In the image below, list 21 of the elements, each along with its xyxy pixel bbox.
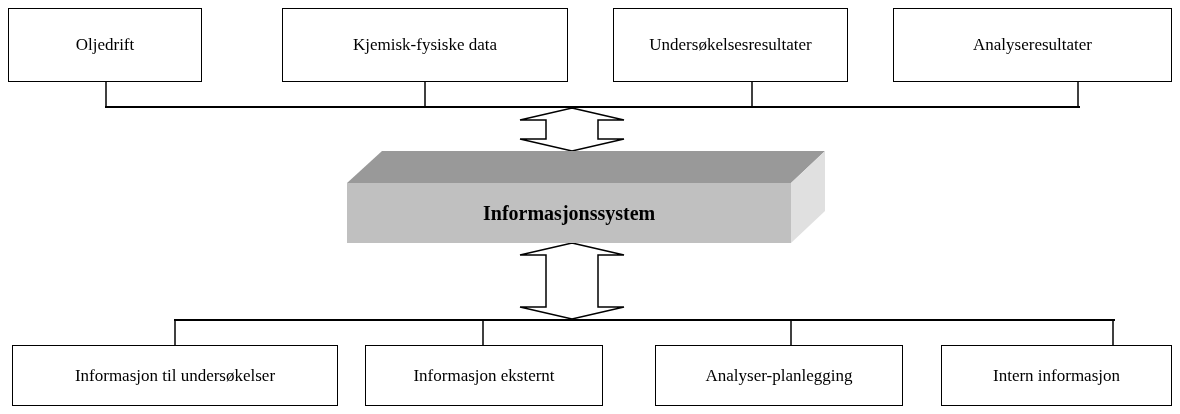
connector-line bbox=[424, 81, 426, 107]
block-label: Informasjonssystem bbox=[483, 201, 656, 225]
block-arrow bbox=[519, 107, 625, 152]
process-box: Informasjon til undersøkelser bbox=[12, 345, 338, 406]
block-arrow bbox=[519, 242, 625, 320]
connector-line bbox=[105, 81, 107, 107]
bus-line bbox=[174, 319, 1115, 321]
connector-line bbox=[174, 320, 176, 346]
connector-line bbox=[1077, 81, 1079, 107]
process-box: Undersøkelsesresultater bbox=[613, 8, 848, 82]
connector-line bbox=[482, 320, 484, 346]
process-box: Informasjon eksternt bbox=[365, 345, 603, 406]
process-box: Kjemisk-fysiske data bbox=[282, 8, 568, 82]
process-box: Intern informasjon bbox=[941, 345, 1172, 406]
bus-line bbox=[105, 106, 1080, 108]
process-box: Analyseresultater bbox=[893, 8, 1172, 82]
process-box: Oljedrift bbox=[8, 8, 202, 82]
connector-line bbox=[1112, 320, 1114, 346]
connector-line bbox=[790, 320, 792, 346]
connector-line bbox=[751, 81, 753, 107]
process-box: Analyser-planlegging bbox=[655, 345, 903, 406]
